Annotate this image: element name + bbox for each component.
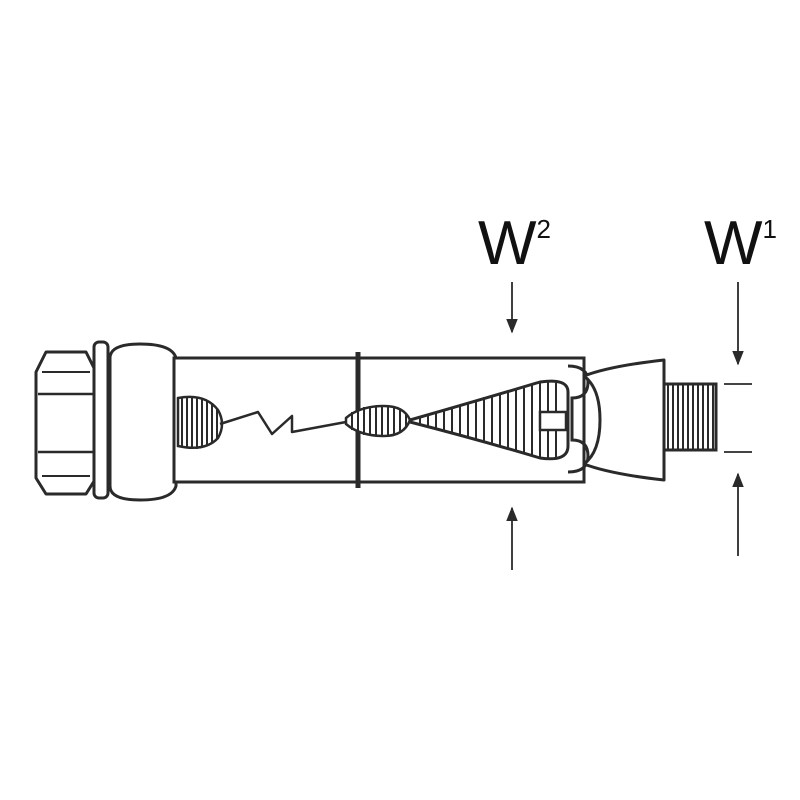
- threaded-stud: [662, 382, 718, 452]
- w1-label: W1: [704, 209, 777, 278]
- inner-thread-left: [176, 395, 224, 449]
- inner-thread-middle: [344, 404, 412, 438]
- collar: [108, 342, 178, 502]
- hex-nut: [34, 350, 98, 496]
- w1-dimension-arrows: [724, 282, 752, 556]
- spring-wire: [219, 410, 347, 436]
- washer: [92, 340, 110, 500]
- expansion-cone: [408, 379, 570, 461]
- flared-tip: [582, 358, 666, 482]
- w2-label: W2: [478, 209, 551, 278]
